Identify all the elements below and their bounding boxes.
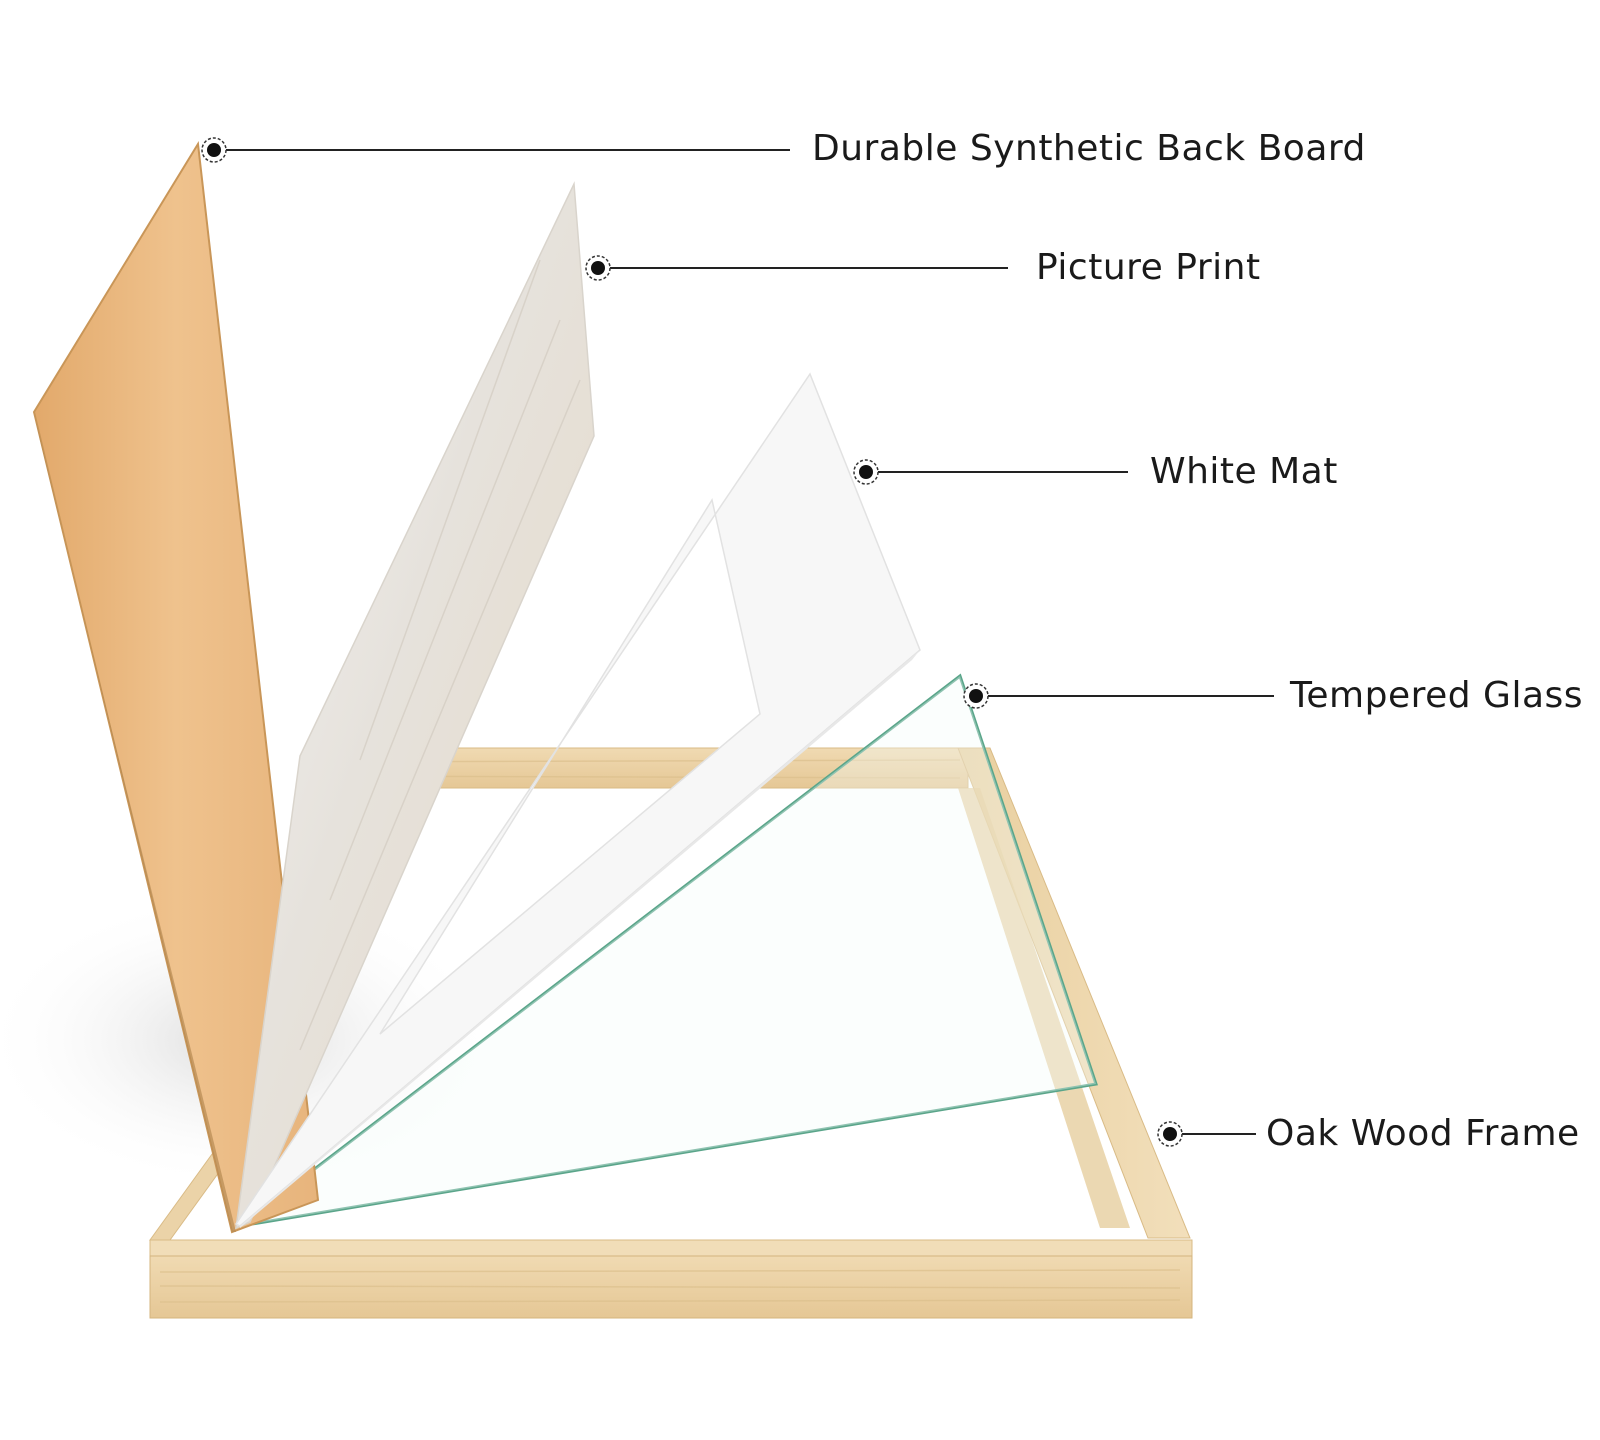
label-oak-frame: Oak Wood Frame	[1266, 1113, 1580, 1154]
callout-markers	[201, 137, 1183, 1147]
marker-tempered-glass	[963, 683, 989, 709]
print-texture	[299, 259, 581, 1051]
frame-right-rail	[957, 747, 1191, 1239]
label-white-mat: White Mat	[1150, 451, 1338, 492]
frame-front-top	[149, 1239, 1193, 1257]
marker-white-mat	[853, 459, 879, 485]
glass-surface	[240, 676, 1096, 1226]
marker-back-board	[201, 137, 227, 163]
glass-pane	[239, 673, 1098, 1228]
frame-right-inner	[958, 788, 1130, 1228]
leader-lines	[214, 149, 1274, 1135]
label-back-board: Durable Synthetic Back Board	[812, 128, 1366, 169]
marker-picture-print	[585, 255, 611, 281]
label-tempered-glass: Tempered Glass	[1290, 675, 1584, 716]
white-mat-edge	[240, 650, 920, 1228]
label-picture-print: Picture Print	[1036, 247, 1261, 288]
marker-oak-frame	[1157, 1121, 1183, 1147]
